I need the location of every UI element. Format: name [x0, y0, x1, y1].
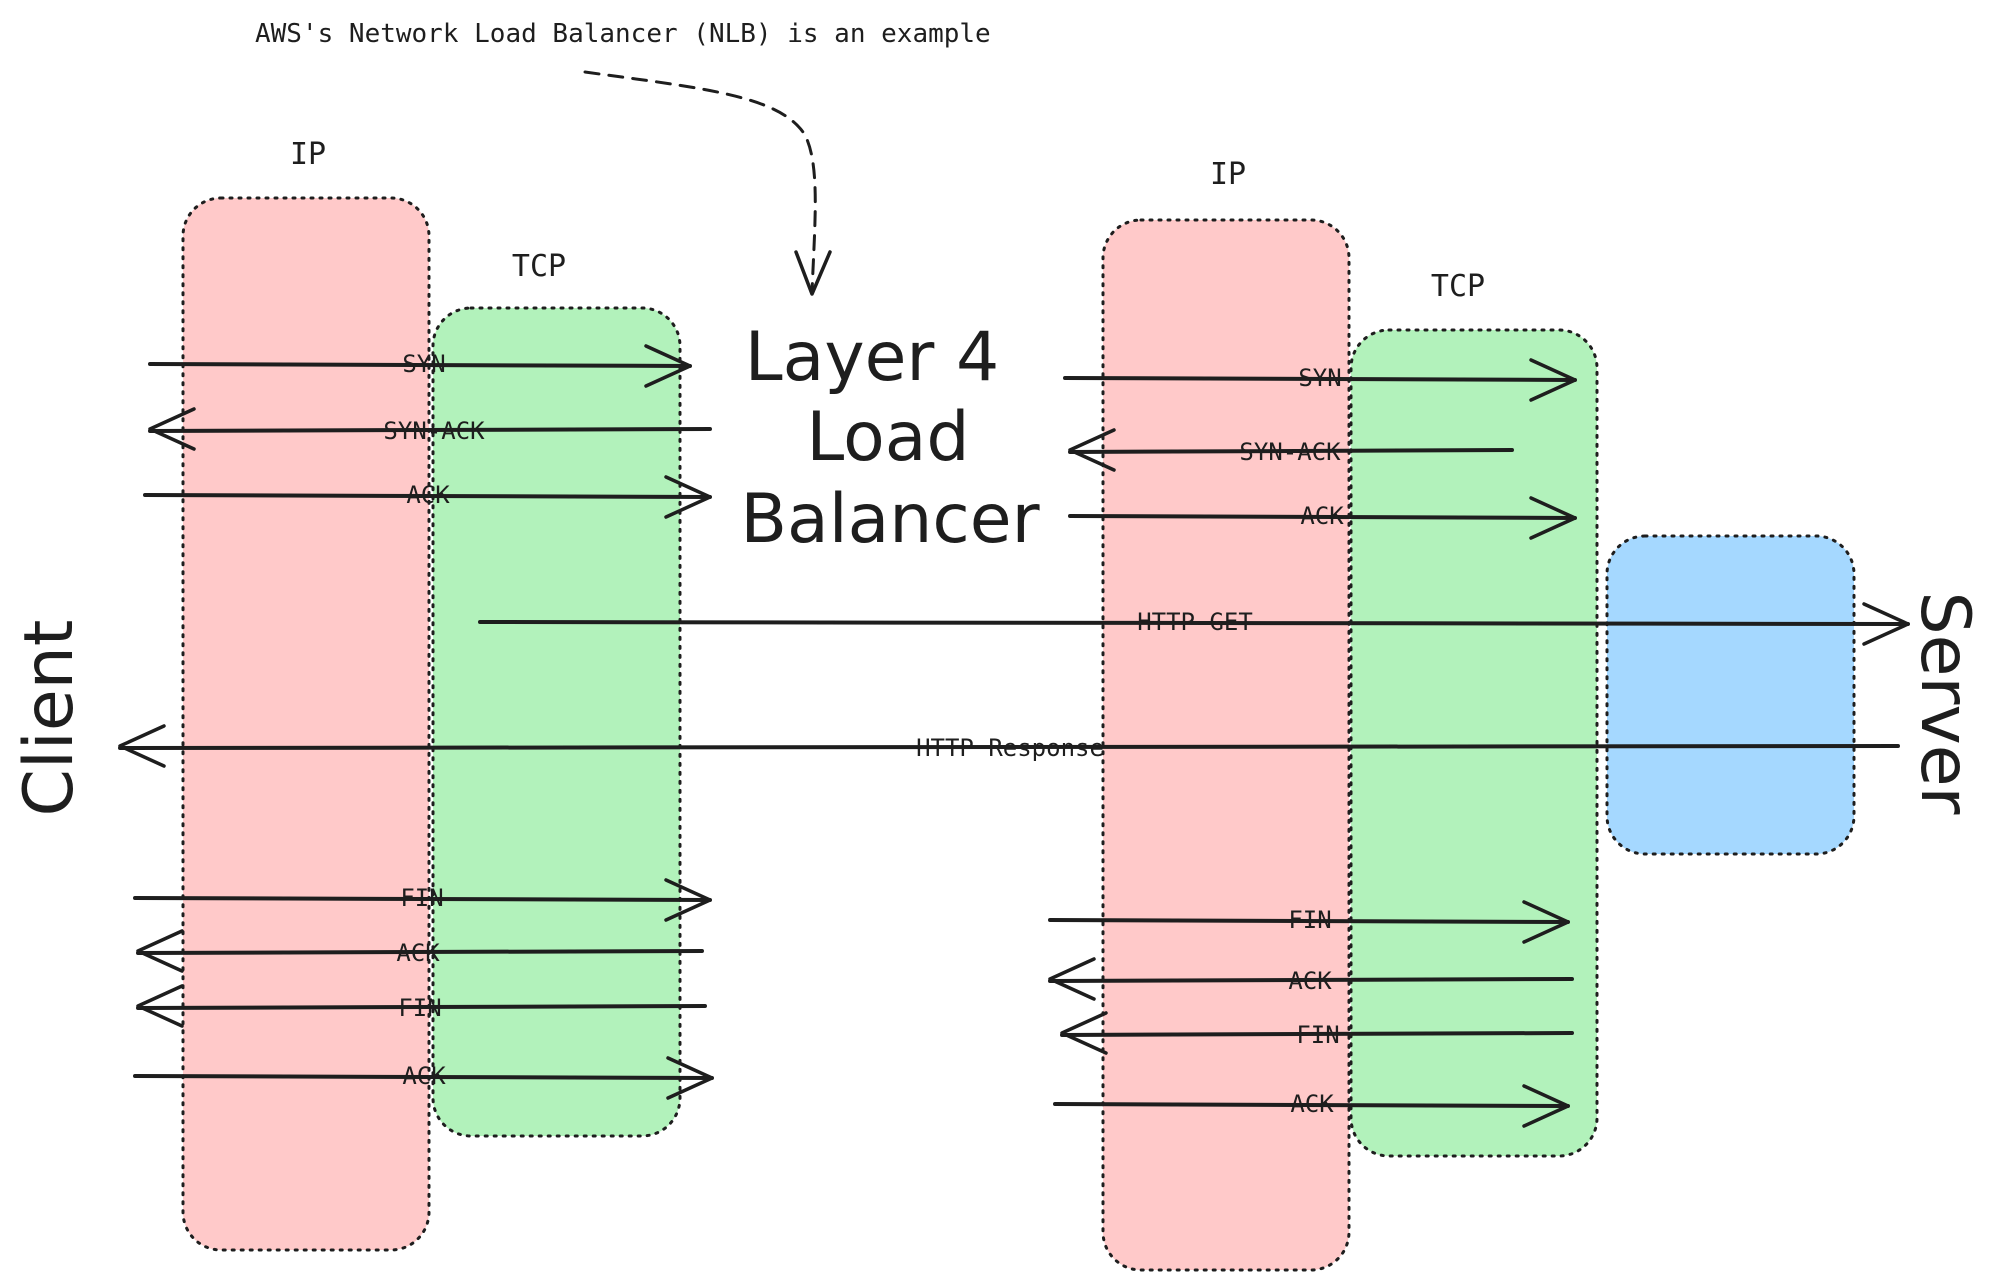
arrow-head	[644, 344, 692, 388]
server-box	[1605, 534, 1856, 856]
server-ack-arrow: ACK	[1053, 1084, 1570, 1128]
arrow-shaft	[136, 1004, 707, 1010]
client-syn-ack-arrow: SYN-ACK	[148, 407, 712, 451]
arrow-shaft	[1060, 1031, 1574, 1037]
arrow-shaft	[143, 493, 712, 499]
nlb-note: AWS's Network Load Balancer (NLB) is an …	[255, 19, 991, 49]
arrow-head	[1068, 428, 1116, 472]
left-ip-label: IP	[290, 137, 326, 172]
arrow-shaft	[133, 1074, 714, 1080]
server-ack-arrow: ACK	[1048, 957, 1574, 1001]
server-message-label: ACK	[1288, 967, 1332, 995]
client-syn-arrow: SYN	[148, 344, 692, 388]
message-arrows: SYN SYN-ACK ACK FIN ACK FIN ACK SYN SYN-ACK ACK FI…	[118, 344, 1910, 1128]
arrow-head	[666, 1056, 714, 1100]
note-pointer-head	[794, 250, 832, 296]
arrow-head	[1862, 602, 1910, 646]
client-ack-arrow: ACK	[136, 929, 704, 973]
arrow-shaft	[136, 949, 704, 955]
server-message-label: ACK	[1290, 1090, 1334, 1118]
arrow-shaft	[148, 427, 712, 433]
arrow-head	[148, 407, 196, 451]
server-label: Server	[1905, 592, 1984, 815]
arrow-head	[1048, 957, 1096, 1001]
server-syn-ack-arrow: SYN-ACK	[1068, 428, 1514, 472]
right-ip-label: IP	[1210, 157, 1246, 192]
arrow-head	[118, 724, 166, 768]
arrow-shaft	[1053, 1102, 1570, 1108]
lb-title-line2: Load	[806, 398, 969, 477]
client-ack-arrow: ACK	[143, 475, 712, 519]
http-message-label: HTTP GET	[1137, 608, 1253, 636]
client-ack-arrow: ACK	[133, 1056, 714, 1100]
arrow-head	[664, 475, 712, 519]
arrow-shaft	[478, 620, 1910, 626]
client-message-label: FIN	[400, 884, 443, 912]
arrow-shaft	[148, 362, 692, 368]
arrow-shaft	[1068, 514, 1577, 520]
client-fin-arrow: FIN	[136, 984, 707, 1028]
arrow-head	[1522, 1084, 1570, 1128]
client-label: Client	[10, 620, 89, 817]
http-http-get-arrow: HTTP GET	[478, 602, 1910, 646]
client-message-label: ACK	[406, 481, 450, 509]
arrow-shaft	[1068, 448, 1514, 454]
client-message-label: SYN	[402, 350, 445, 378]
server-message-label: FIN	[1296, 1021, 1339, 1049]
client-message-label: FIN	[398, 994, 441, 1022]
left-tcp-label: TCP	[512, 249, 566, 284]
lb-title-line1: Layer 4	[745, 318, 999, 397]
arrow-shaft	[133, 896, 712, 902]
arrow-head	[664, 878, 712, 922]
http-message-label: HTTP Response	[916, 734, 1104, 762]
client-message-label: ACK	[402, 1062, 446, 1090]
server-message-label: SYN-ACK	[1239, 438, 1341, 466]
arrow-shaft	[1063, 376, 1577, 382]
arrow-shaft	[118, 744, 1900, 750]
arrow-head	[136, 984, 184, 1028]
left-ip-box	[181, 196, 431, 1252]
server-fin-arrow: FIN	[1060, 1011, 1574, 1055]
server-ack-arrow: ACK	[1068, 496, 1577, 540]
server-fin-arrow: FIN	[1048, 900, 1570, 944]
client-message-label: ACK	[396, 939, 440, 967]
server-message-label: SYN	[1298, 364, 1341, 392]
arrow-head	[1529, 358, 1577, 402]
arrow-head	[1529, 496, 1577, 540]
arrow-head	[1060, 1011, 1108, 1055]
client-message-label: SYN-ACK	[383, 417, 485, 445]
arrow-shaft	[1048, 918, 1570, 924]
arrow-head	[1522, 900, 1570, 944]
arrow-head	[136, 929, 184, 973]
server-message-label: ACK	[1300, 502, 1344, 530]
server-syn-arrow: SYN	[1063, 358, 1577, 402]
client-fin-arrow: FIN	[133, 878, 712, 922]
note-pointer-line	[583, 70, 817, 294]
right-tcp-label: TCP	[1431, 269, 1485, 304]
arrow-shaft	[1048, 977, 1574, 983]
server-message-label: FIN	[1288, 906, 1331, 934]
left-tcp-box	[431, 306, 682, 1138]
http-http-response-arrow: HTTP Response	[118, 724, 1900, 768]
lb-title-line3: Balancer	[740, 480, 1039, 559]
